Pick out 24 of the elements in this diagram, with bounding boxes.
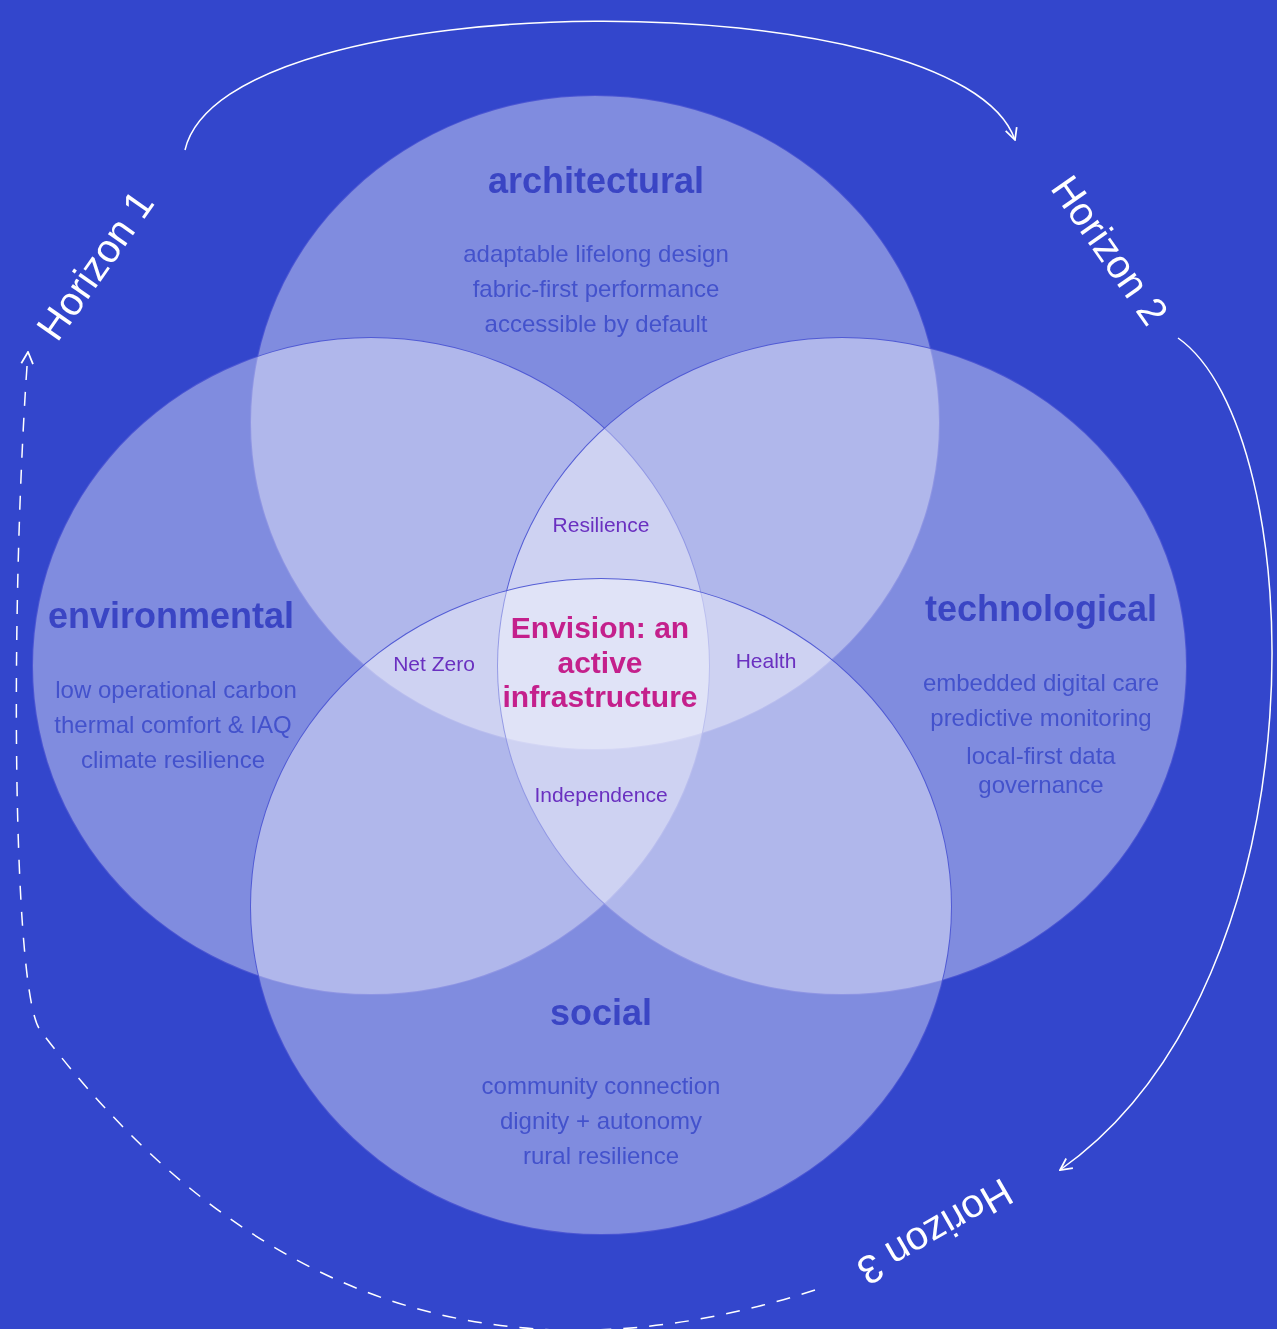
circle-item: community connection [481, 1071, 721, 1101]
circle-heading: architectural [487, 159, 705, 203]
overlap-label: Independence [534, 782, 668, 808]
circle-item: climate resilience [80, 745, 266, 775]
circle-heading: social [549, 991, 653, 1035]
circle-heading: technological [925, 587, 1157, 631]
overlap-label: Net Zero [393, 651, 475, 677]
circle-item: thermal comfort & IAQ [54, 710, 292, 740]
circle-item: accessible by default [484, 309, 708, 339]
center-title: Envision: an active infrastructure [501, 611, 699, 715]
circle-item: local-first data governance [965, 742, 1117, 800]
arrow [1059, 337, 1273, 1171]
circle-item: low operational carbon [55, 675, 297, 705]
circle-item: dignity + autonomy [499, 1106, 703, 1136]
circle-item: fabric-first performance [472, 274, 720, 304]
circle-item: predictive monitoring [929, 703, 1153, 733]
circle-item: embedded digital care [921, 668, 1161, 698]
circle-item: rural resilience [522, 1141, 680, 1171]
overlap-label: Health [735, 648, 797, 674]
arrow [184, 20, 1016, 151]
overlap-label: Resilience [552, 512, 650, 538]
circle-heading: environmental [47, 594, 295, 638]
arrow [15, 351, 816, 1329]
circle-item: adaptable lifelong design [463, 239, 729, 269]
